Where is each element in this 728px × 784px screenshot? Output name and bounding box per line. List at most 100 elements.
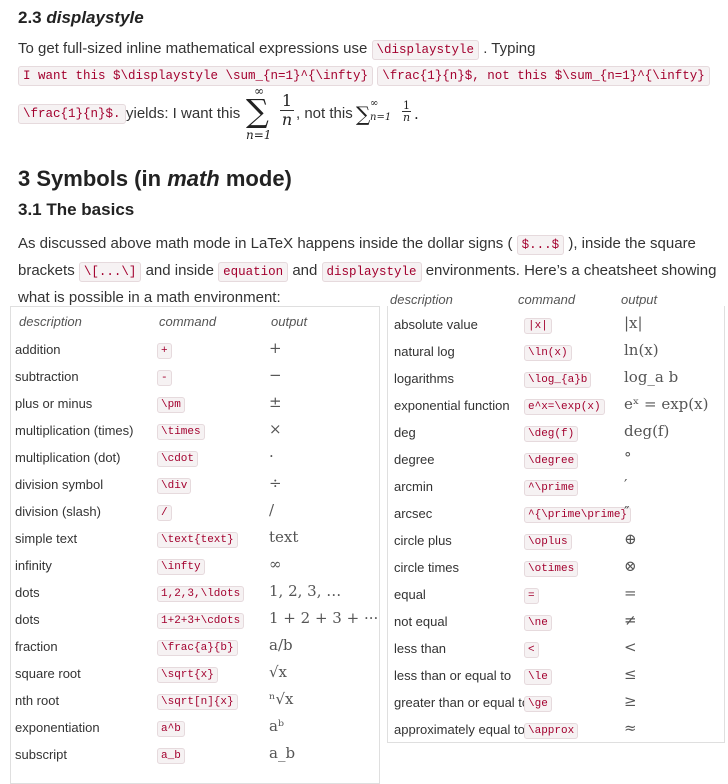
intro-paragraph: To get full-sized inline mathematical ex… — [18, 40, 536, 60]
row-command: \div — [157, 475, 192, 494]
row-output: a/b — [269, 636, 293, 654]
row-command: \times — [157, 421, 205, 440]
basics-line-2: brackets \[...\] and inside equation and… — [18, 258, 718, 285]
row-output: ⊗ — [624, 557, 637, 575]
row-description: square root — [15, 666, 81, 681]
command-code: \infty — [157, 559, 205, 575]
basics-text: and — [292, 262, 318, 279]
row-description: arcmin — [394, 479, 434, 494]
display-sum: ∞ ∑ n=1 — [246, 84, 276, 144]
table-row: division symbol\div÷ — [11, 471, 379, 498]
row-description: less than — [394, 641, 447, 656]
left-cheatsheet-table: description command output addition++sub… — [10, 306, 380, 784]
row-output: a_b — [269, 744, 296, 762]
command-code: \times — [157, 424, 205, 440]
right-cheatsheet-table: description command output absolute valu… — [387, 292, 725, 743]
row-command: \oplus — [524, 531, 572, 550]
row-output: ≠ — [624, 611, 637, 629]
row-output: ≤ — [624, 665, 637, 683]
row-command: \deg(f) — [524, 423, 579, 442]
row-command: ^\prime — [524, 477, 579, 496]
header-output: output — [271, 314, 308, 329]
displaystyle-code: \displaystyle — [371, 40, 480, 60]
command-code: \degree — [524, 453, 579, 469]
row-output: ′ — [624, 476, 628, 494]
command-code: \sqrt[n]{x} — [157, 694, 238, 710]
command-code: ^{\prime\prime} — [524, 507, 632, 523]
row-command: \log_{a}b — [524, 369, 592, 388]
table-row: circle times\otimes⊗ — [388, 554, 724, 581]
row-description: nth root — [15, 693, 60, 708]
row-command: 1+2+3+\cdots — [157, 610, 245, 629]
row-command: \le — [524, 666, 552, 685]
basics-line-3: what is possible in a math environment: — [18, 289, 281, 306]
table-row: arcmin ^\prime ′ — [388, 473, 724, 500]
section-title: displaystyle — [46, 8, 144, 27]
command-code: ^\prime — [524, 480, 579, 496]
intro-after: . Typing — [483, 40, 536, 57]
section-2-3-heading: 2.3 displaystyle — [18, 8, 144, 28]
example-code-2: \frac{1}{n}$, not this $\sum_{n=1}^{\inf… — [377, 66, 710, 86]
row-command: / — [157, 502, 172, 521]
example-code-1: I want this $\displaystyle \sum_{n=1}^{\… — [18, 66, 374, 86]
dollar-code: $...$ — [516, 235, 565, 255]
command-code: \text{text} — [157, 532, 238, 548]
command-code: \ne — [524, 615, 552, 631]
sum-sign: ∑ — [246, 92, 269, 130]
row-command: \infty — [157, 556, 205, 575]
command-code: \pm — [157, 397, 185, 413]
table-row: fraction\frac{a}{b}a/b — [11, 633, 379, 660]
table-row: subtraction-− — [11, 363, 379, 390]
command-code: \ge — [524, 696, 552, 712]
command-code: a_b — [157, 748, 185, 764]
table-row: plus or minus\pm± — [11, 390, 379, 417]
table-row: deg\deg(f)deg(f) — [388, 419, 724, 446]
row-description: dots — [15, 585, 40, 600]
brackets-code: \[...\] — [78, 262, 142, 282]
yields-line: \frac{1}{n}$. yields: I want this ∞ ∑ n=… — [18, 84, 718, 144]
row-command: \cdot — [157, 448, 199, 467]
row-command: \ge — [524, 693, 552, 712]
table-row: multiplication (dot)\cdot· — [11, 444, 379, 471]
row-output: deg(f) — [624, 422, 670, 440]
command-code: - — [157, 370, 172, 386]
row-command: ^{\prime\prime} — [524, 504, 632, 523]
row-description: simple text — [15, 531, 78, 546]
row-description: logarithms — [394, 371, 454, 386]
section-3-heading: 3 Symbols (in math mode) — [18, 166, 292, 192]
command-code: \deg(f) — [524, 426, 579, 442]
table-row: arcsec^{\prime\prime}″ — [388, 500, 724, 527]
row-command: \approx — [524, 720, 579, 739]
row-description: absolute value — [394, 317, 478, 332]
command-code: \ln(x) — [524, 345, 572, 361]
row-command: e^x=\exp(x) — [524, 396, 605, 415]
command-code: e^x=\exp(x) — [524, 399, 605, 415]
yields-text: yields: I want this — [126, 105, 241, 122]
command-code: |x| — [524, 318, 552, 334]
command-code: \div — [157, 478, 192, 494]
header-output: output — [621, 292, 658, 307]
header-command: command — [159, 314, 217, 329]
equation-code: equation — [218, 262, 289, 282]
row-command: \sqrt[n]{x} — [157, 691, 238, 710]
row-output: ∞ — [269, 555, 282, 573]
row-command: = — [524, 585, 539, 604]
row-command: a^b — [157, 718, 185, 737]
row-description: equal — [394, 587, 426, 602]
basics-text: ), inside the square — [568, 235, 696, 252]
section-3-title-pre: Symbols (in — [36, 166, 162, 191]
command-code: \le — [524, 669, 552, 685]
row-description: greater than or equal to — [394, 695, 530, 710]
table-row: approximately equal to\approx≈ — [388, 716, 724, 743]
command-code: = — [524, 588, 539, 604]
row-output: ln(x) — [624, 341, 659, 359]
row-output: 1, 2, 3, … — [269, 582, 342, 600]
command-code: \approx — [524, 723, 579, 739]
row-output: √x — [269, 663, 288, 681]
row-description: not equal — [394, 614, 448, 629]
row-output: ″ — [624, 503, 630, 521]
row-description: multiplication (dot) — [15, 450, 121, 465]
